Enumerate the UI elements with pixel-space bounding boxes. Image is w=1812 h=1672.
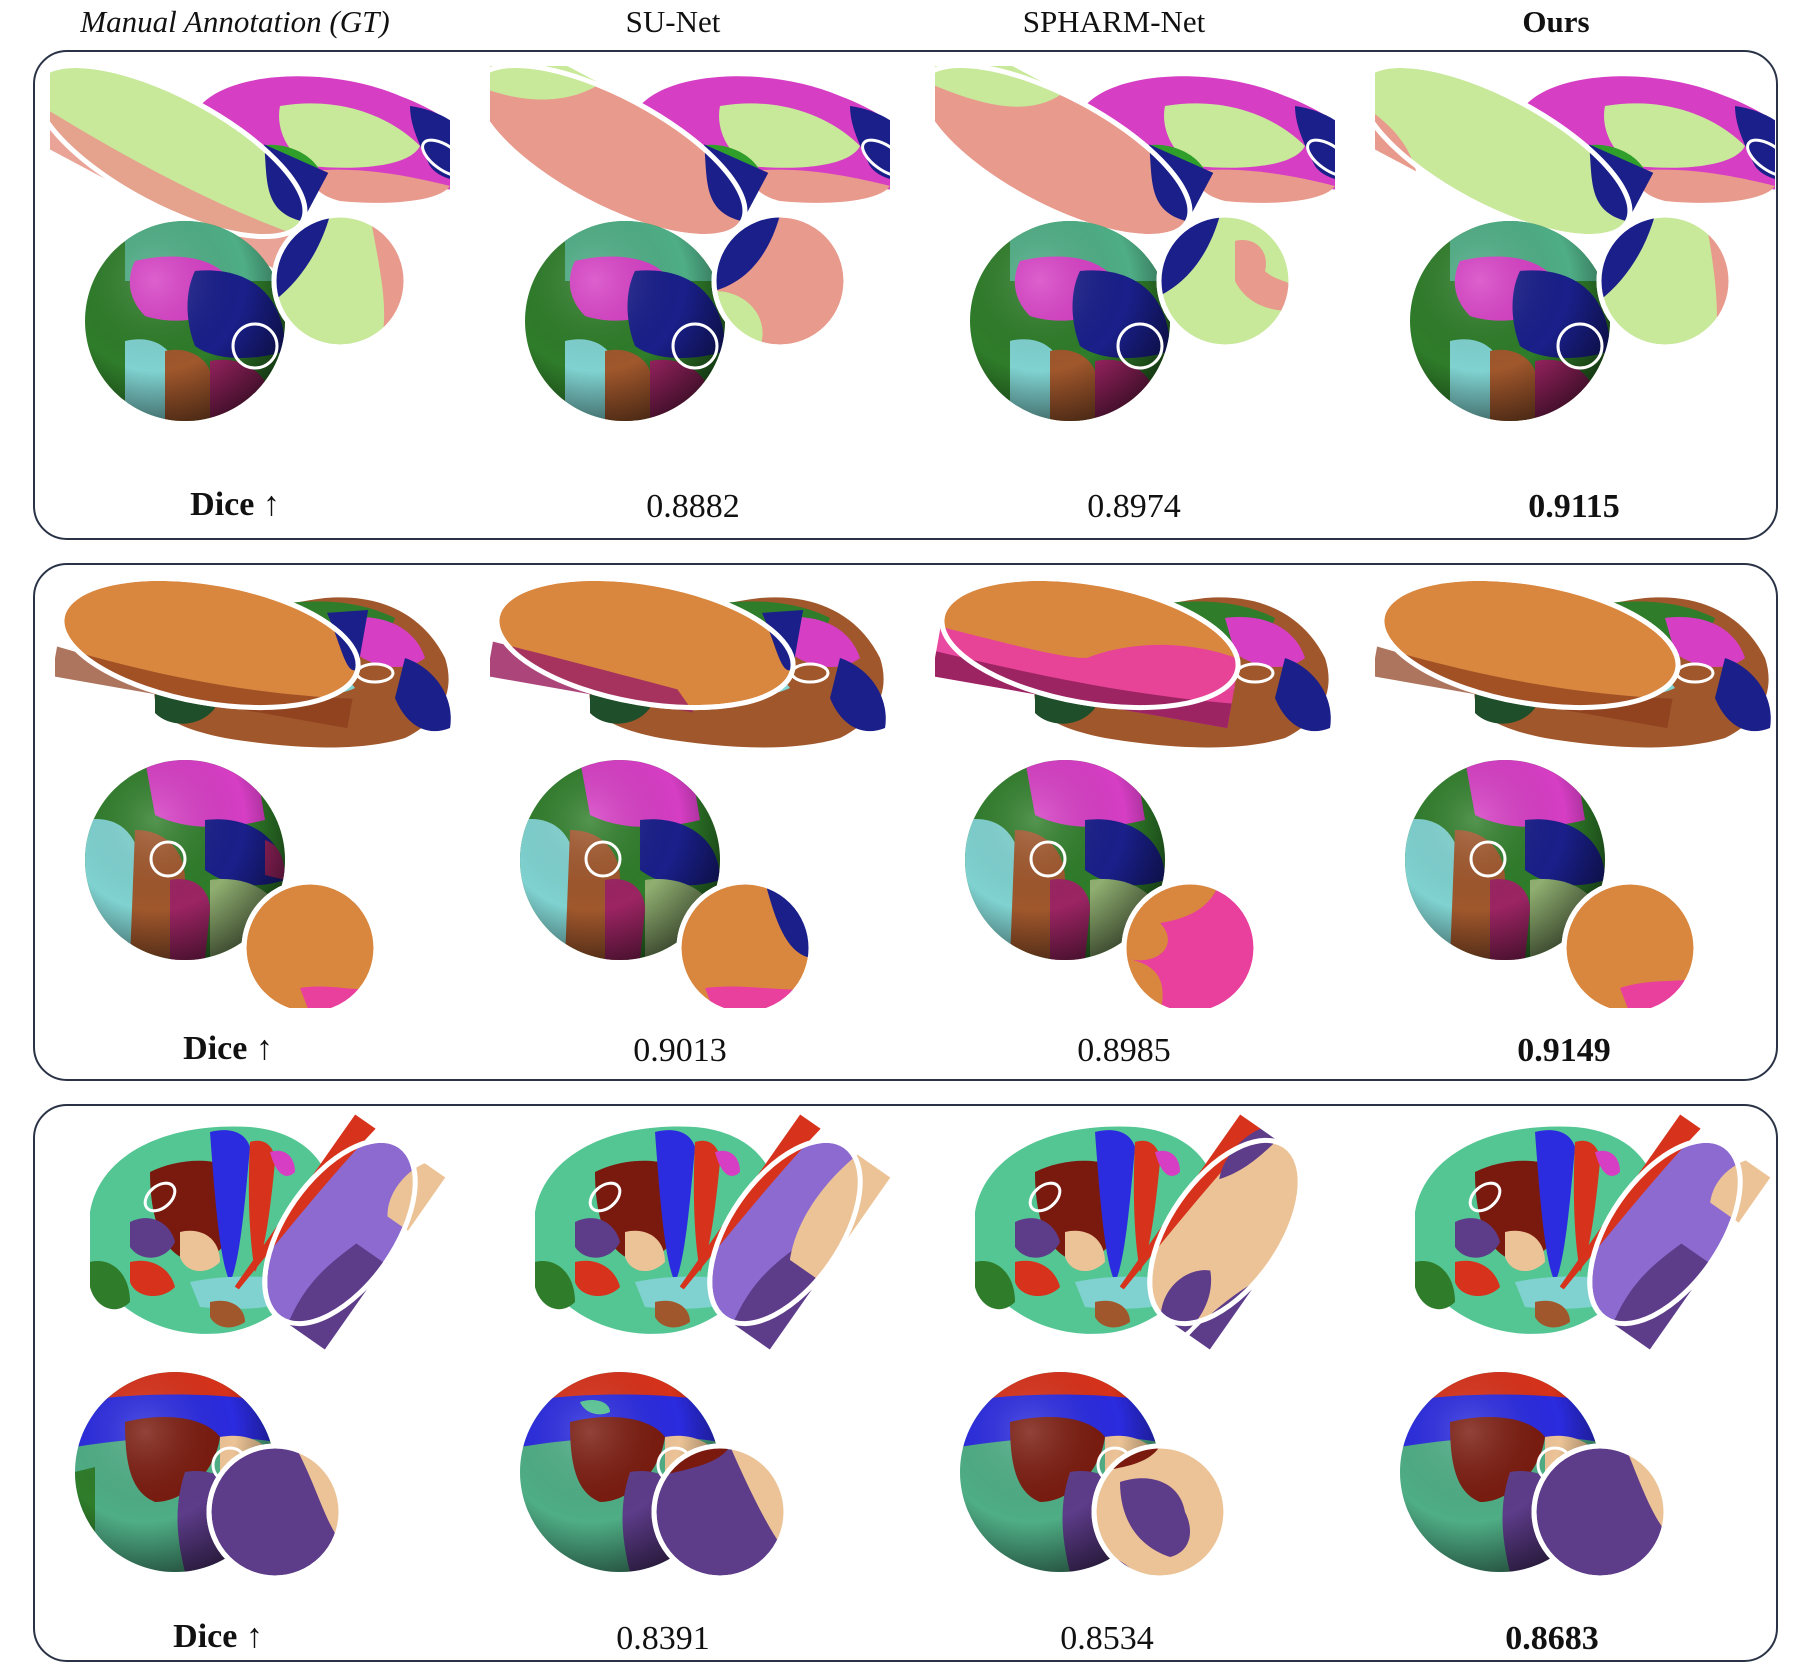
row3-spharm-figure — [960, 1114, 1303, 1581]
row3-score-spharm: 0.8534 — [1060, 1620, 1154, 1657]
row2-ours-figure — [1375, 578, 1771, 1008]
row2-gt-figure — [55, 578, 451, 1008]
row2-metric-label: Dice ↑ — [183, 1030, 273, 1067]
header-sunet: SU-Net — [625, 4, 721, 39]
row3-ours-figure — [1400, 1114, 1771, 1581]
row2-score-spharm: 0.8985 — [1077, 1032, 1171, 1069]
row1-sunet-figure — [490, 66, 890, 421]
row1-score-ours: 0.9115 — [1528, 488, 1620, 525]
row1-score-sunet: 0.8882 — [646, 488, 740, 525]
row2-score-sunet: 0.9013 — [633, 1032, 727, 1069]
row1-metric-label: Dice ↑ — [190, 486, 280, 523]
row1-ours-figure — [1375, 66, 1775, 421]
header-ours: Ours — [1522, 4, 1590, 39]
header-gt: Manual Annotation (GT) — [80, 4, 390, 39]
row3-sunet-figure — [520, 1114, 891, 1581]
row3-score-ours: 0.8683 — [1505, 1620, 1599, 1657]
row1-score-spharm: 0.8974 — [1087, 488, 1181, 525]
row2-score-ours: 0.9149 — [1517, 1032, 1611, 1069]
row3-gt-figure — [75, 1114, 446, 1581]
header-spharm: SPHARM-Net — [1022, 4, 1206, 39]
row1-gt-figure — [50, 66, 450, 421]
row3-score-sunet: 0.8391 — [616, 1620, 710, 1657]
row2-spharm-figure — [935, 578, 1331, 1008]
row3-metric-label: Dice ↑ — [173, 1618, 263, 1655]
row1-spharm-figure — [935, 66, 1335, 421]
row2-sunet-figure — [490, 578, 886, 1008]
